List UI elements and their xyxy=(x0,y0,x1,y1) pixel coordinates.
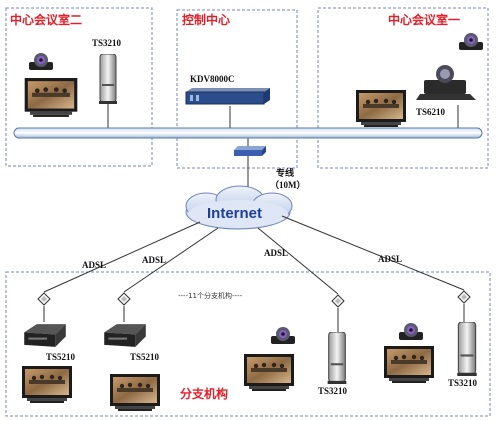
branch3-terminal-label: TS3210 xyxy=(318,386,348,396)
branch3-monitor-icon xyxy=(244,354,294,391)
adsl-label-3: ADSL xyxy=(264,248,288,258)
room1-terminal-label: TS6210 xyxy=(416,107,446,117)
adsl-link-1 xyxy=(43,221,201,293)
adsl-label-1: ADSL xyxy=(82,260,106,270)
zone-frame-branch xyxy=(5,271,491,417)
room1-camera-icon xyxy=(459,33,483,50)
branch4-camera-icon xyxy=(399,323,423,340)
zone-title-branch: 分支机构 xyxy=(180,386,228,401)
zone-frame-room1 xyxy=(317,7,489,169)
adsl-link-3 xyxy=(257,227,339,295)
branch2-modem-icon xyxy=(117,292,131,306)
mcu-label: KDV8000C xyxy=(190,74,235,84)
branch3-camera-icon xyxy=(271,327,295,344)
adsl-link-2 xyxy=(123,227,219,293)
branch-count-label: ----11个分支机构---- xyxy=(178,291,243,300)
adsl-label-4: ADSL xyxy=(378,254,402,264)
zone-title-room1: 中心会议室一 xyxy=(388,12,460,27)
room2-camera-icon xyxy=(29,53,53,70)
room2-terminal-label: TS3210 xyxy=(92,38,122,48)
zone-frame-control xyxy=(176,9,298,169)
lan-backbone xyxy=(13,127,483,139)
branch1-terminal-icon xyxy=(24,324,66,347)
zone-title-room2: 中心会议室二 xyxy=(10,12,82,27)
room2-monitor-icon xyxy=(24,78,78,117)
branch4-terminal-icon xyxy=(456,322,478,376)
branch4-monitor-icon xyxy=(384,346,434,383)
branch2-monitor-icon xyxy=(110,374,160,411)
branch1-modem-icon xyxy=(37,292,51,306)
internet-cloud-icon xyxy=(185,185,293,230)
room1-monitor-icon xyxy=(356,90,406,127)
internet-label: Internet xyxy=(207,205,262,222)
branch4-terminal-label: TS3210 xyxy=(448,378,478,388)
branch2-terminal-label: TS5210 xyxy=(130,352,160,362)
zone-frame-room2 xyxy=(5,7,153,167)
leased-line-speed: （10M） xyxy=(270,180,306,190)
adsl-link-4 xyxy=(281,215,465,291)
room1-terminal-icon xyxy=(416,65,476,100)
leased-line-label: 专线 xyxy=(276,167,294,178)
branch3-modem-icon xyxy=(331,294,345,308)
branch3-terminal-icon xyxy=(327,332,347,384)
branch1-monitor-icon xyxy=(22,366,72,403)
adsl-label-2: ADSL xyxy=(142,255,166,265)
branch4-modem-icon xyxy=(457,290,471,304)
mcu-icon xyxy=(185,88,270,105)
branch1-terminal-label: TS5210 xyxy=(46,352,76,362)
branch2-terminal-icon xyxy=(104,324,146,347)
zone-title-control: 控制中心 xyxy=(182,12,230,27)
room2-terminal-icon xyxy=(98,54,118,104)
switch-icon xyxy=(234,146,266,156)
